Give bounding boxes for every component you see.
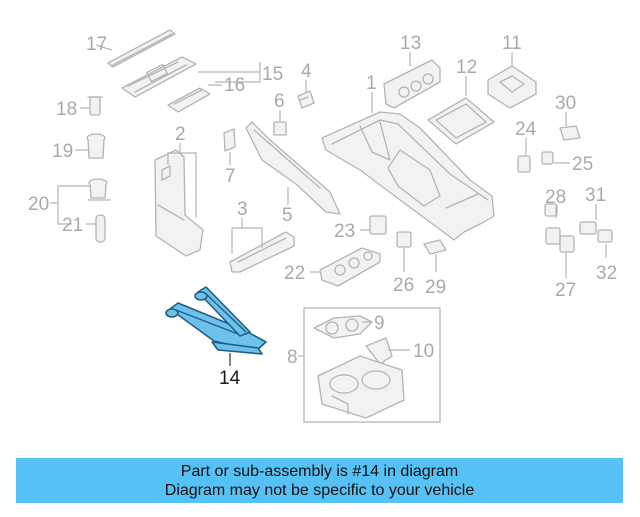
part-13-drawing — [383, 59, 441, 109]
callout-9: 9 — [374, 313, 385, 334]
part-16-drawing — [167, 87, 211, 113]
sub-assembly-8-box — [303, 307, 441, 423]
callout-5: 5 — [282, 205, 293, 226]
part-15-drawing — [121, 56, 197, 98]
callout-4: 4 — [301, 61, 312, 82]
callout-18: 18 — [56, 99, 77, 120]
callout-labels: 17 15 16 18 19 20 21 2 7 4 6 3 5 1 13 12… — [28, 33, 617, 389]
part-23-drawing — [369, 215, 387, 235]
callout-1: 1 — [366, 73, 377, 94]
info-banner: Part or sub-assembly is #14 in diagram D… — [16, 458, 623, 503]
part-30-drawing — [559, 125, 581, 141]
part-7-drawing — [223, 128, 236, 152]
callout-2: 2 — [175, 124, 186, 145]
callout-8: 8 — [287, 347, 298, 368]
leader-17 — [95, 44, 113, 51]
callout-25: 25 — [572, 154, 593, 175]
leader-3 — [231, 218, 263, 254]
part-2-drawing — [154, 149, 204, 257]
callout-10: 10 — [413, 341, 434, 362]
callout-32: 32 — [596, 263, 617, 284]
part-9-drawing — [313, 315, 373, 339]
callout-23: 23 — [334, 221, 355, 242]
leader-20 — [50, 185, 90, 225]
part-31-drawing — [579, 221, 613, 243]
part-25-drawing — [541, 151, 554, 165]
callout-7: 7 — [225, 166, 236, 187]
callout-21: 21 — [62, 215, 83, 236]
part-10-drawing — [365, 337, 393, 365]
callout-27: 27 — [555, 280, 576, 301]
callout-19: 19 — [52, 141, 73, 162]
part-6-drawing — [273, 121, 287, 136]
callout-16: 16 — [224, 75, 245, 96]
callout-3: 3 — [237, 199, 248, 220]
callout-6: 6 — [274, 91, 285, 112]
part-14-duct[interactable] — [165, 286, 267, 355]
callout-13: 13 — [400, 33, 421, 54]
part-21-drawing — [95, 214, 106, 243]
part-5-drawing — [245, 121, 341, 215]
part-12-drawing — [427, 97, 495, 145]
callout-26: 26 — [393, 275, 414, 296]
banner-line-disclaimer: Diagram may not be specific to your vehi… — [164, 481, 475, 499]
part-26-drawing — [396, 231, 412, 248]
callout-11: 11 — [502, 33, 522, 54]
part-24-drawing — [517, 155, 531, 173]
part-29-drawing — [423, 239, 447, 255]
callout-20: 20 — [28, 194, 49, 215]
leader-15 — [198, 62, 261, 83]
callout-12: 12 — [456, 57, 477, 78]
callout-29: 29 — [425, 277, 446, 298]
part-11-drawing — [487, 65, 537, 109]
cup-holder-drawing — [317, 355, 405, 419]
part-1-drawing — [321, 111, 495, 241]
callout-15: 15 — [262, 64, 283, 85]
callout-28: 28 — [545, 187, 566, 208]
leader-2 — [167, 143, 197, 218]
callout-22: 22 — [284, 263, 305, 284]
part-22-drawing — [319, 247, 381, 287]
part-3-drawing — [229, 231, 295, 273]
callout-31: 31 — [585, 185, 606, 206]
part-28-drawing — [544, 203, 575, 253]
part-20-drawing — [87, 178, 111, 201]
callout-14[interactable]: 14 — [219, 368, 241, 389]
banner-line-part: Part or sub-assembly is #14 in diagram — [180, 462, 459, 480]
part-17-drawing — [107, 29, 176, 68]
callout-30: 30 — [555, 93, 576, 114]
callout-24: 24 — [515, 119, 537, 140]
callout-17: 17 — [86, 34, 107, 55]
part-18-drawing — [87, 96, 103, 116]
part-4-drawing — [297, 90, 315, 109]
part-19-drawing — [86, 133, 106, 159]
